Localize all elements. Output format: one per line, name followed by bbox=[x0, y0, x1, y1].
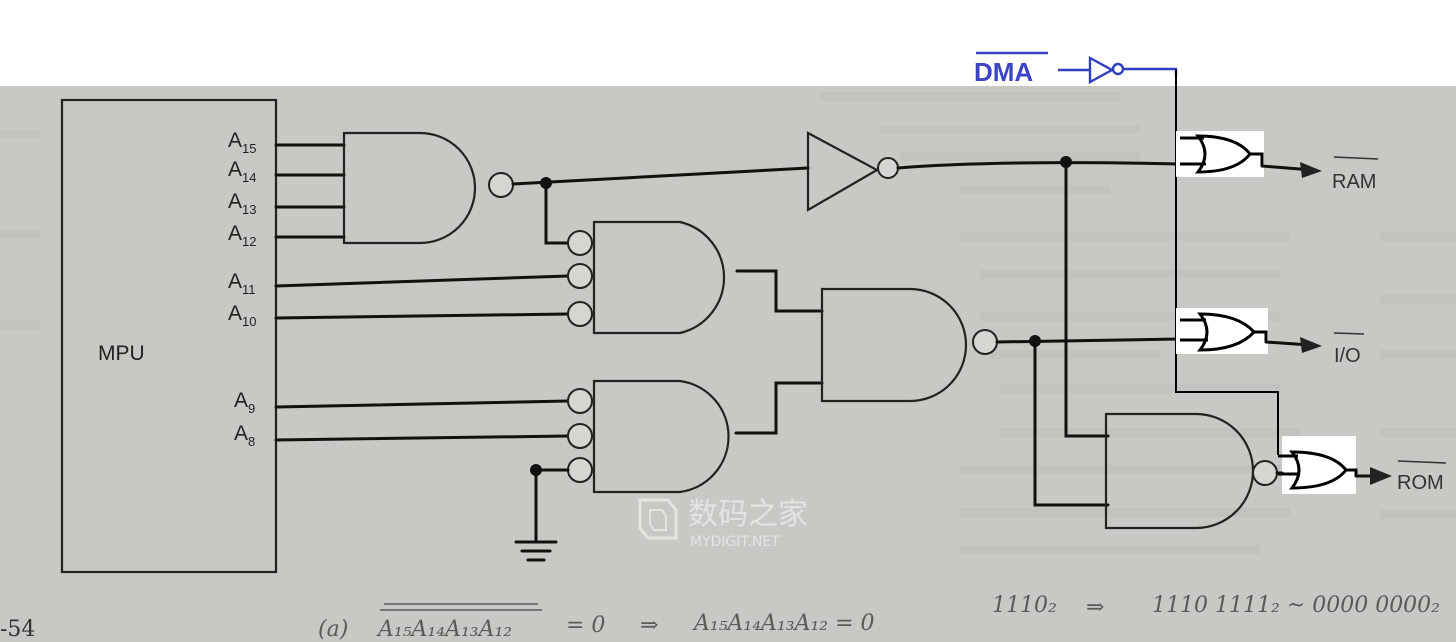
mpu-block bbox=[60, 98, 278, 574]
watermark: 数码之家 MYDIGIT.NET bbox=[638, 497, 808, 550]
ground-symbol bbox=[514, 464, 570, 562]
handwritten-eq1-lhs: A₁₅A₁₄A₁₃A₁₂ bbox=[376, 617, 512, 642]
watermark-cn: 数码之家 bbox=[688, 497, 808, 532]
watermark-en: MYDIGIT.NET bbox=[690, 534, 780, 550]
output-label-rom: ROM bbox=[1397, 472, 1444, 494]
handwritten-eq2: A₁₅A₁₄A₁₃A₁₂ = 0 bbox=[692, 611, 875, 636]
handwritten-bin1: 1110₂ bbox=[992, 593, 1057, 618]
paper-background bbox=[0, 86, 1456, 642]
inverter-ram bbox=[806, 131, 899, 212]
dma-overlay: DMA bbox=[974, 51, 1178, 87]
and-bottom-to-nand-wire bbox=[734, 381, 824, 435]
address-label-a11: A11 bbox=[228, 270, 256, 297]
page-number: -54 bbox=[0, 617, 35, 642]
mpu-label: MPU bbox=[98, 342, 145, 365]
output-arrows bbox=[1260, 162, 1392, 485]
handwritten-notes: (a) A₁₅A₁₄A₁₃A₁₂ = 0 ⇒ A₁₅A₁₄A₁₃A₁₂ = 0 … bbox=[318, 593, 1440, 642]
handwritten-bin2: 1110 1111₂ ~ 0000 0000₂ bbox=[1152, 593, 1440, 618]
handwritten-arrow: ⇒ bbox=[640, 613, 658, 638]
dma-line-ram bbox=[1175, 70, 1279, 455]
bleed-through-text bbox=[0, 92, 1456, 554]
address-label-a12: A12 bbox=[228, 222, 256, 249]
handwritten-eq1-paren: (a) bbox=[318, 617, 348, 642]
and-top-to-nand-wire bbox=[735, 269, 824, 313]
address-label-a14: A14 bbox=[228, 158, 256, 185]
output-label-ram: RAM bbox=[1332, 171, 1376, 193]
ram-to-rom-wire bbox=[1064, 160, 1110, 438]
output-labels: RAM I/O ROM bbox=[1332, 156, 1447, 494]
address-label-a10: A10 bbox=[228, 302, 256, 329]
address-label-a13: A13 bbox=[228, 190, 256, 217]
or-gate-io bbox=[1176, 308, 1268, 354]
io-to-rom-wire bbox=[1033, 339, 1110, 507]
nand1-output-wire bbox=[511, 166, 810, 186]
or-gate-ram bbox=[1176, 131, 1264, 177]
handwritten-arrow2: ⇒ bbox=[1086, 595, 1104, 620]
output-label-io: I/O bbox=[1334, 345, 1361, 367]
address-label-a15: A15 bbox=[228, 129, 256, 156]
and-gate-a11-a10 bbox=[567, 220, 726, 335]
io-select-wire bbox=[995, 337, 1182, 344]
address-label-a8: A8 bbox=[234, 422, 255, 449]
or-gate-rom bbox=[1278, 436, 1358, 494]
address-label-a9: A9 bbox=[234, 389, 255, 416]
and-gate-a9-a8 bbox=[567, 379, 730, 494]
dma-label: DMA bbox=[974, 57, 1033, 87]
input-wires bbox=[274, 143, 570, 442]
address-labels: A15 A14 A13 A12 A11 A10 A9 A8 bbox=[228, 129, 256, 449]
nand1-branch-wire bbox=[544, 181, 570, 245]
ram-select-wire bbox=[896, 161, 1182, 170]
handwritten-eq1-eq: = 0 bbox=[566, 613, 605, 638]
